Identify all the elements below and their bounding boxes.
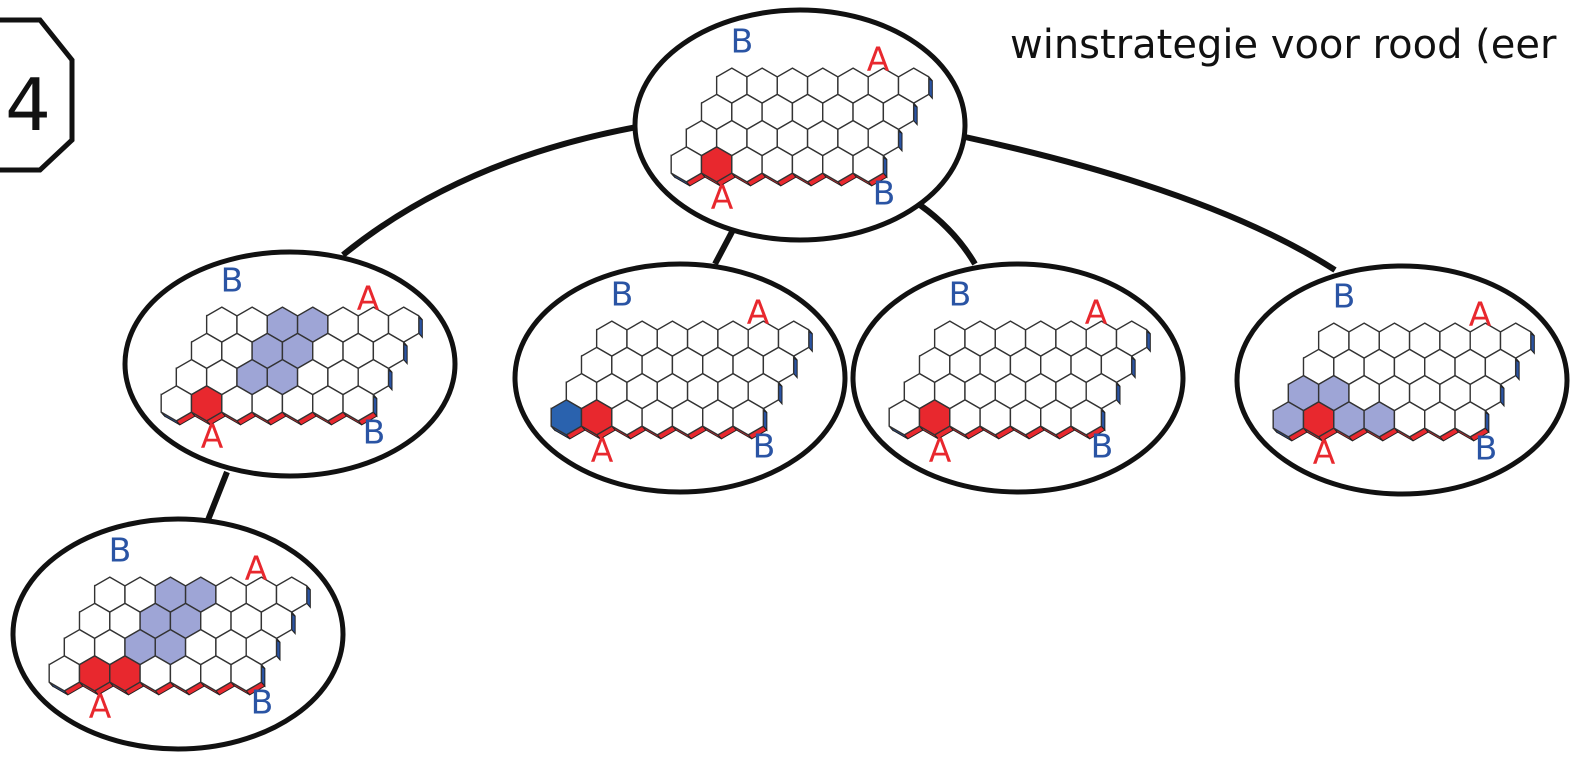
corner-label-b: B <box>363 413 386 452</box>
hex-board <box>1272 322 1535 442</box>
tree-edge <box>341 124 638 258</box>
tree-edge <box>712 228 736 266</box>
corner-label-a: A <box>357 279 380 318</box>
hex-cell <box>342 385 375 422</box>
corner-label-a: A <box>1313 433 1336 472</box>
tree-edges <box>205 124 1337 522</box>
corner-label-a: A <box>201 417 224 456</box>
corner-label-b: B <box>949 275 972 314</box>
step-badge-hexagon <box>0 17 75 173</box>
hex-cell <box>1070 399 1103 436</box>
corner-label-a: A <box>1085 293 1108 332</box>
tree-node-child-1: B A A B <box>122 249 458 479</box>
tree-node-root: B A A B <box>632 7 968 243</box>
corner-label-b: B <box>221 261 244 300</box>
hex-board <box>888 320 1151 440</box>
corner-label-b: B <box>873 174 896 213</box>
tree-node-child-2: B A A B <box>512 261 848 495</box>
corner-label-b: B <box>731 22 754 61</box>
corner-label-b: B <box>1333 277 1356 316</box>
corner-label-b: B <box>109 531 132 570</box>
tree-node-child-3: B A A B <box>850 261 1186 495</box>
tree-node-child-4: B A A B <box>1234 263 1570 497</box>
corner-label-a: A <box>1469 295 1492 334</box>
corner-label-a: A <box>747 293 770 332</box>
diagram-title: winstrategie voor rood (eer <box>1010 22 1557 68</box>
corner-label-a: A <box>867 40 890 79</box>
corner-label-b: B <box>611 275 634 314</box>
hex-cell <box>852 146 885 183</box>
tree-edge <box>964 134 1337 273</box>
corner-label-b: B <box>1091 427 1114 466</box>
corner-label-b: B <box>1475 429 1498 468</box>
tree-edge <box>205 470 230 522</box>
hex-board <box>550 320 813 440</box>
step-badge: 4 <box>0 17 75 173</box>
hex-cell <box>732 399 765 436</box>
hex-board <box>670 67 933 187</box>
corner-label-a: A <box>711 178 734 217</box>
tree-node-grandchild-1: B A A B <box>10 516 346 752</box>
hex-board <box>160 306 423 426</box>
corner-label-a: A <box>245 549 268 588</box>
hex-cell <box>230 655 263 692</box>
corner-label-b: B <box>753 427 776 466</box>
corner-label-a: A <box>89 687 112 726</box>
corner-label-a: A <box>929 431 952 470</box>
corner-label-b: B <box>251 683 274 722</box>
corner-label-a: A <box>591 431 614 470</box>
hex-cell <box>1454 401 1487 438</box>
tree-edge <box>918 202 978 266</box>
step-badge-number: 4 <box>5 63 51 147</box>
hex-board <box>48 576 311 696</box>
tree-nodes: B A A B B A A B B A A B B A A B B A A B B A A B <box>10 7 1570 752</box>
